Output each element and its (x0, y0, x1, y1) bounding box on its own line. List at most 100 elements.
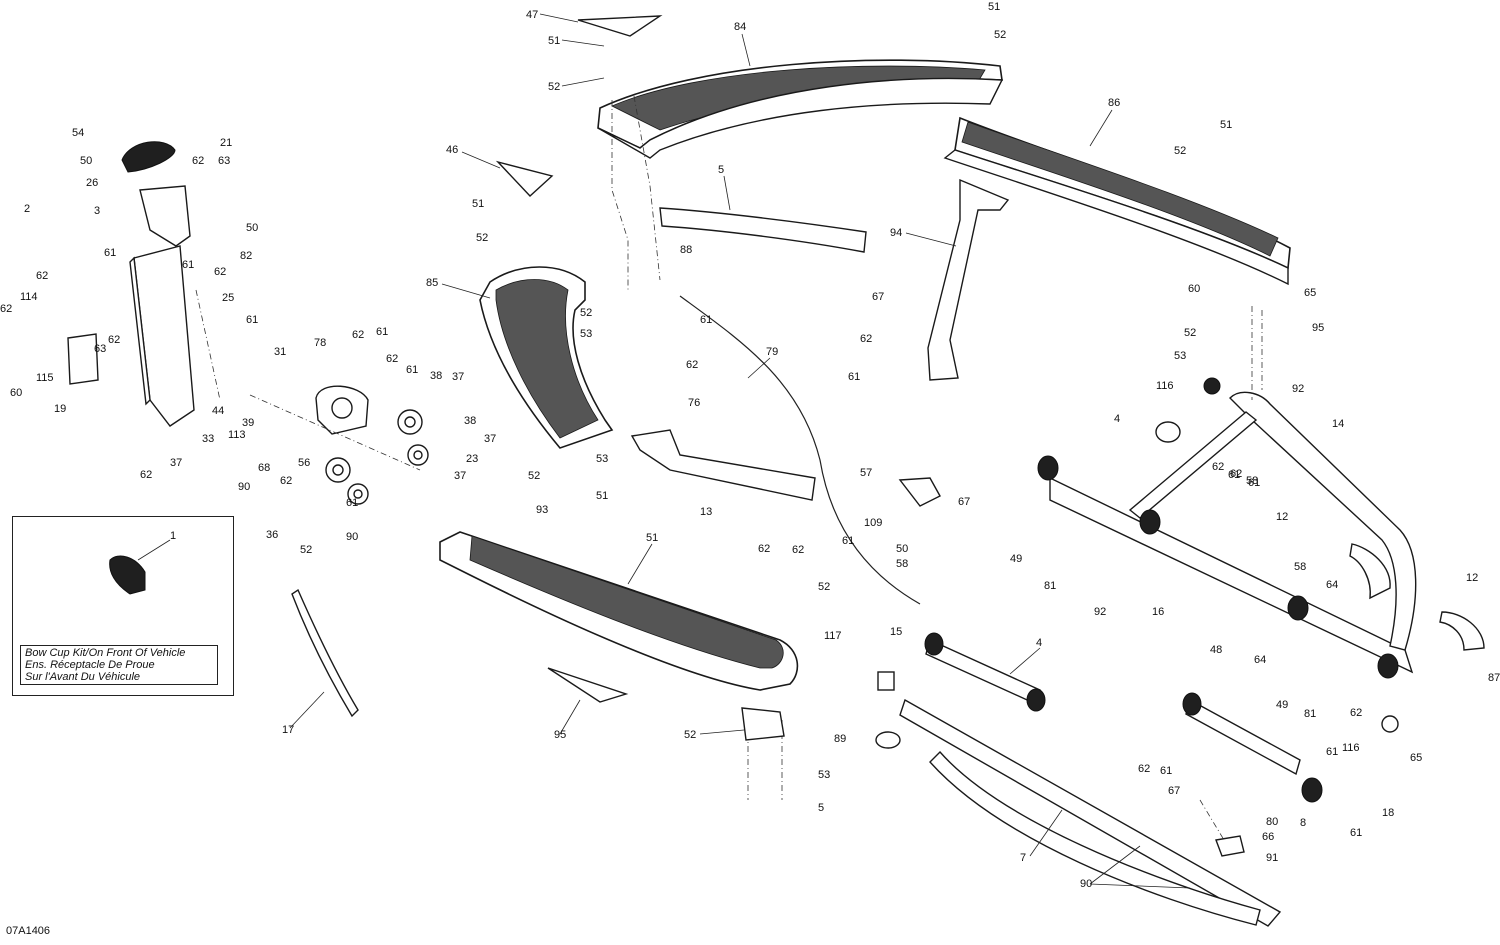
callout-labels: 47 51 52 84 51 52 86 51 52 54 21 50 62 6… (0, 1, 1500, 890)
callout-label: 66 (1262, 831, 1274, 843)
step-86 (943, 116, 1291, 286)
callout-label: 52 (476, 232, 488, 244)
frame-92 (1037, 391, 1417, 679)
callout-label: 51 (988, 1, 1000, 13)
callout-label: 95 (554, 729, 566, 741)
callout-label: 62 (686, 359, 698, 371)
callout-label: 62 (352, 329, 364, 341)
parts-21-26 (121, 141, 191, 247)
callout-label: 88 (680, 244, 692, 256)
callout-label: 23 (466, 453, 478, 465)
step-87 (439, 531, 799, 691)
callout-label: 61 (346, 497, 358, 509)
callout-label: 86 (1108, 97, 1120, 109)
rail-91 (899, 698, 1282, 927)
callout-label: 50 (80, 155, 92, 167)
callout-label: 62 (1138, 763, 1150, 775)
callout-label: 61 (406, 364, 418, 376)
callout-label: 8 (1300, 817, 1306, 829)
callout-label: 52 (994, 29, 1006, 41)
callout-label: 38 (464, 415, 476, 427)
callout-label: 31 (274, 346, 286, 358)
callout-label: 61 (246, 314, 258, 326)
callout-label: 5 (818, 802, 824, 814)
callout-label: 61 (104, 247, 116, 259)
callout-label: 61 (1350, 827, 1362, 839)
bow-cup-kit-box (12, 516, 234, 696)
callout-label: 62 (192, 155, 204, 167)
callout-label: 52 (580, 307, 592, 319)
callout-label: 80 (1266, 816, 1278, 828)
callout-label: 61 (700, 314, 712, 326)
callout-label: 52 (1184, 327, 1196, 339)
callout-label: 38 (430, 370, 442, 382)
step-84 (597, 59, 1004, 159)
callout-label: 62 (140, 469, 152, 481)
callout-label: 84 (734, 21, 746, 33)
callout-label: 67 (1168, 785, 1180, 797)
bracket-93 (630, 429, 816, 501)
callout-label: 56 (298, 457, 310, 469)
callout-label: 48 (1210, 644, 1222, 656)
callout-label: 51 (646, 532, 658, 544)
callout-label: 62 (860, 333, 872, 345)
callout-label: 90 (238, 481, 250, 493)
wheels-small (325, 409, 429, 505)
callout-label: 50 (246, 222, 258, 234)
callout-label: 53 (818, 769, 830, 781)
callout-label: 50 (896, 543, 908, 555)
callout-label: 15 (890, 626, 902, 638)
callout-label: 52 (300, 544, 312, 556)
callout-label: 26 (86, 177, 98, 189)
callout-label: 63 (218, 155, 230, 167)
callout-label: 65 (1304, 287, 1316, 299)
callout-label: 109 (864, 517, 882, 529)
callout-label: 64 (1326, 579, 1338, 591)
callout-label: 61 (848, 371, 860, 383)
kit-caption: Bow Cup Kit/On Front Of Vehicle Ens. Réc… (20, 645, 218, 685)
kit-caption-line-1: Bow Cup Kit/On Front Of Vehicle (25, 647, 186, 659)
kit-caption-line-2: Ens. Réceptacle De Proue (25, 659, 155, 671)
callout-label: 39 (242, 417, 254, 429)
callout-label: 37 (170, 457, 182, 469)
callout-label: 61 (376, 326, 388, 338)
callout-label: 63 (94, 343, 106, 355)
callout-label: 57 (860, 467, 872, 479)
callout-label: 7 (1020, 852, 1026, 864)
callout-label: 93 (536, 504, 548, 516)
callout-label: 62 (108, 334, 120, 346)
bow-cup-117 (109, 555, 146, 595)
callout-label: 36 (266, 529, 278, 541)
callout-label: 52 (818, 581, 830, 593)
callout-label: 85 (426, 277, 438, 289)
callout-label: 3 (94, 205, 100, 217)
callout-label: 65 (1410, 752, 1422, 764)
guards-12 (1349, 543, 1485, 651)
callout-label: 62 (0, 303, 12, 315)
callout-label: 4 (1036, 637, 1042, 649)
callout-label: 13 (700, 506, 712, 518)
callout-label: 79 (766, 346, 778, 358)
callout-label: 81 (1304, 708, 1316, 720)
plate-25 (129, 245, 195, 427)
callout-label: 52 (548, 81, 560, 93)
callout-label: 58 (1294, 561, 1306, 573)
callout-label: 52 (684, 729, 696, 741)
panel-85 (479, 266, 614, 449)
callout-label: 116 (1156, 380, 1174, 392)
callout-label: 67 (872, 291, 884, 303)
callout-label: 53 (596, 453, 608, 465)
drawing-code: 07A1406 (6, 925, 51, 937)
callout-label: 62 (1230, 468, 1242, 480)
callout-label: 116 (1342, 742, 1360, 754)
callout-label: 47 (526, 9, 538, 21)
callout-label: 61 (182, 259, 194, 271)
callout-label: 68 (258, 462, 270, 474)
callout-label: 44 (212, 405, 224, 417)
callout-label: 113 (228, 429, 246, 441)
callout-label: 91 (1266, 852, 1278, 864)
callout-label: 94 (890, 227, 902, 239)
callout-label: 62 (36, 270, 48, 282)
callout-label: 61 (1326, 746, 1338, 758)
kit-caption-line-3: Sur l'Avant Du Véhicule (25, 671, 141, 683)
